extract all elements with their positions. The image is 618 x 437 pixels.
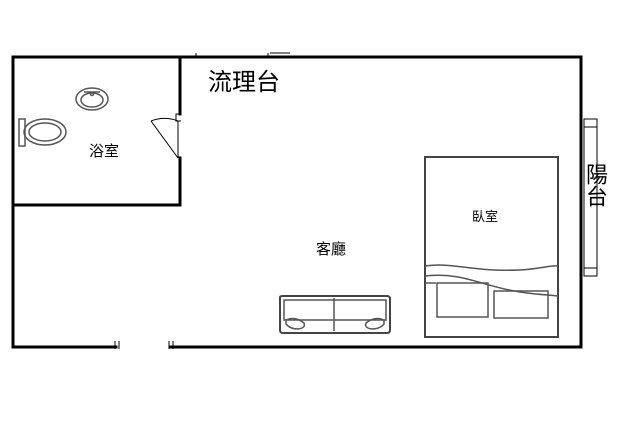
sink-counter-label: 流理台 xyxy=(208,68,280,96)
door-swing-icon xyxy=(150,113,181,159)
balcony-window xyxy=(583,118,598,277)
entrance-jamb-right xyxy=(168,341,174,349)
bedroom-label: 臥室 xyxy=(472,210,499,225)
washbasin-icon xyxy=(75,87,109,111)
toilet-icon xyxy=(18,118,67,147)
outer-walls xyxy=(11,52,583,349)
bathroom-label: 浴室 xyxy=(89,142,120,160)
entrance-jamb-left xyxy=(114,341,120,349)
bathroom-walls xyxy=(11,55,182,207)
living-room-label: 客廳 xyxy=(316,240,347,258)
balcony-label: 陽台 xyxy=(582,163,607,207)
wall-top-mark xyxy=(195,52,290,56)
bed-icon xyxy=(424,156,559,338)
sofa-icon xyxy=(279,295,391,334)
